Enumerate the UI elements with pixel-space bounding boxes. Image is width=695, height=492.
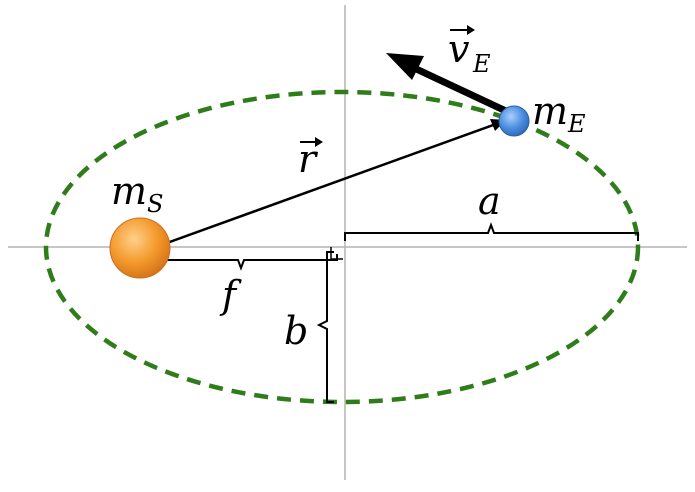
right-angle-marker [330, 247, 343, 260]
sun-mass-subscript: S [147, 190, 163, 218]
focal-distance-bracket [139, 254, 338, 271]
earth-mass-label: m [532, 89, 568, 133]
earth-body [498, 105, 530, 137]
velocity-vector-arrowhead [386, 53, 424, 80]
radius-vector-label: r [298, 137, 319, 181]
velocity-subscript: E [472, 50, 491, 78]
earth-mass-subscript: E [567, 110, 586, 138]
velocity-vector-line [410, 63, 510, 116]
semi-major-axis-label: a [478, 179, 501, 223]
orbit-ellipse [43, 89, 641, 405]
focal-distance-label: f [219, 273, 242, 317]
radius-vector-line [141, 122, 497, 254]
semi-minor-axis-bracket [316, 251, 334, 403]
sun-mass-label: m [111, 169, 147, 213]
sun-body [109, 217, 171, 279]
semi-major-axis-bracket [344, 222, 639, 241]
velocity-label-arrow-head [467, 25, 475, 35]
semi-minor-axis-label: b [284, 309, 308, 353]
radius-label-arrow-head [315, 137, 323, 147]
velocity-label: v [448, 27, 470, 71]
